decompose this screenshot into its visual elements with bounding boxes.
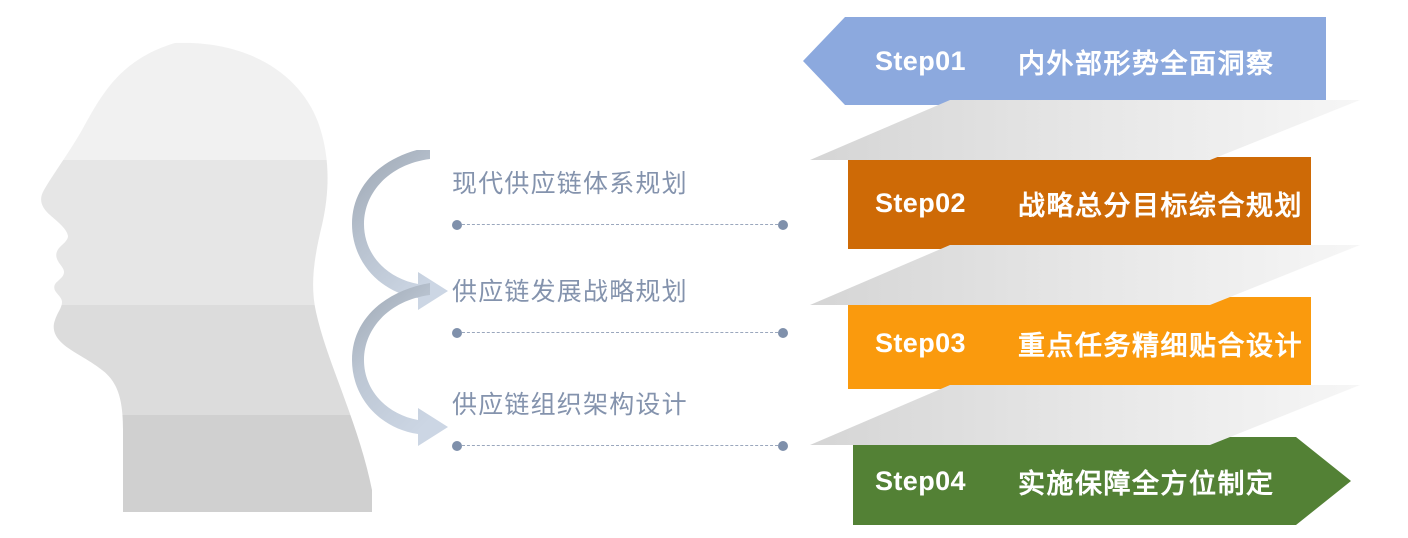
curved-flow-arrows — [352, 150, 448, 446]
step-label-wrap-01: Step01 内外部形势全面洞察 — [800, 17, 1274, 105]
step-row-04[interactable]: Step04 实施保障全方位制定 — [800, 437, 1408, 525]
curved-arrow-1 — [352, 150, 448, 310]
step-id-03: Step03 — [875, 327, 966, 358]
step-title-04: 实施保障全方位制定 — [1017, 468, 1275, 499]
label-rule-2 — [452, 328, 788, 338]
dashed-line — [457, 332, 783, 333]
label-rule-3 — [452, 441, 788, 451]
label-text-3: 供应链组织架构设计 — [452, 391, 688, 419]
slanted-connector-1 — [810, 100, 1360, 160]
slanted-connector-2 — [810, 245, 1360, 305]
label-rule-1 — [452, 220, 788, 230]
label-text-1: 现代供应链体系规划 — [452, 170, 688, 198]
dot-right — [778, 220, 788, 230]
dashed-line — [457, 445, 783, 446]
step-label-wrap-04: Step04 实施保障全方位制定 — [800, 437, 1274, 525]
step-id-04: Step04 — [875, 465, 966, 496]
step-shape-04 — [853, 437, 1351, 525]
step-shape-02 — [848, 157, 1311, 249]
label-text-2: 供应链发展战略规划 — [452, 278, 688, 306]
step-row-01[interactable]: Step01 内外部形势全面洞察 — [800, 17, 1408, 105]
step-shape-01 — [803, 17, 1326, 105]
step-shape-03 — [848, 297, 1311, 389]
step-title-02: 战略总分目标综合规划 — [1017, 190, 1303, 221]
label-block-2: 供应链发展战略规划 — [452, 272, 792, 338]
step-id-01: Step01 — [875, 45, 966, 76]
label-block-3: 供应链组织架构设计 — [452, 385, 792, 451]
step-title-01: 内外部形势全面洞察 — [1017, 48, 1275, 79]
human-head-profile-silhouette — [41, 42, 372, 512]
step-id-02: Step02 — [875, 187, 966, 218]
dashed-line — [457, 224, 783, 225]
step-list: Step01 内外部形势全面洞察 Step02 战略总分目标综合规划 Step0… — [800, 0, 1408, 538]
step-label-wrap-02: Step02 战略总分目标综合规划 — [800, 157, 1303, 249]
step-label-wrap-03: Step03 重点任务精细贴合设计 — [800, 297, 1303, 389]
curved-arrow-2 — [352, 283, 448, 446]
dot-left — [452, 441, 462, 451]
slanted-connector-3 — [810, 385, 1360, 445]
step-title-03: 重点任务精细贴合设计 — [1017, 330, 1303, 361]
step-row-03[interactable]: Step03 重点任务精细贴合设计 — [800, 297, 1408, 389]
dot-left — [452, 328, 462, 338]
dot-right — [778, 441, 788, 451]
label-block-1: 现代供应链体系规划 — [452, 164, 792, 230]
dot-left — [452, 220, 462, 230]
step-row-02[interactable]: Step02 战略总分目标综合规划 — [800, 157, 1408, 249]
dot-right — [778, 328, 788, 338]
